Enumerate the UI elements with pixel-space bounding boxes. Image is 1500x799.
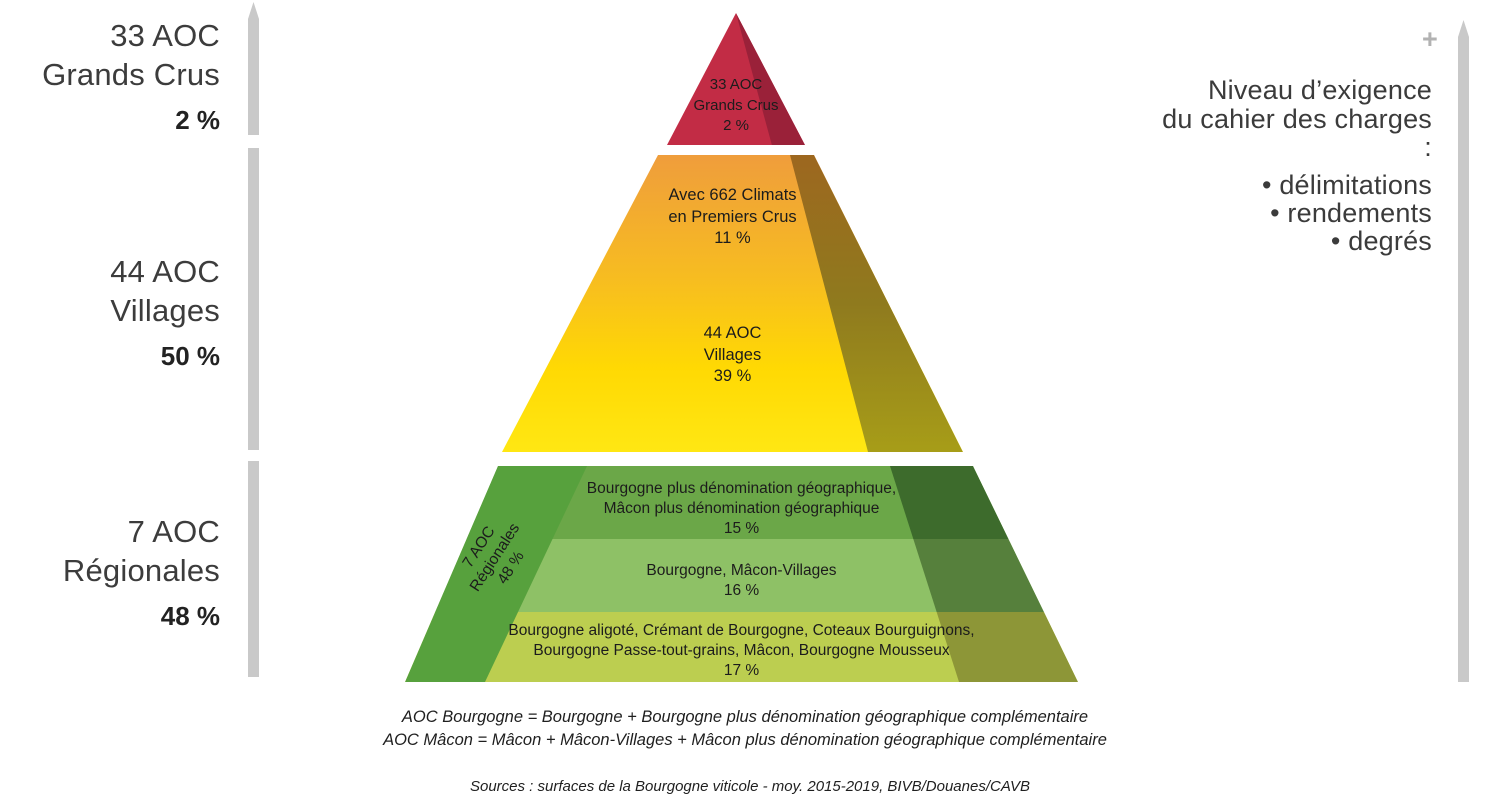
left-bar-arrow-segment: [248, 2, 259, 135]
left-bar-segment-regionales: [248, 461, 259, 677]
right-bar-arrow: [1458, 20, 1469, 682]
requirements-panel: Niveau d’exigence du cahier des charges …: [1012, 76, 1432, 255]
text-line: • délimitations: [1261, 169, 1432, 200]
label-grands-crus: 33 AOC Grands Crus 2 %: [0, 16, 220, 136]
text-line: AOC Mâcon = Mâcon + Mâcon-Villages + Mâc…: [383, 730, 1107, 749]
text-line: Avec 662 Climats: [668, 186, 797, 204]
text-line: Bourgogne aligoté, Crémant de Bourgogne,…: [508, 622, 975, 639]
label-villages-percent: 50 %: [160, 341, 220, 371]
requirements-bullets: • délimitations• rendements• degrés: [1012, 171, 1432, 255]
text-line: 39 %: [713, 367, 752, 385]
text-line: en Premiers Crus: [668, 207, 797, 226]
label-regionales-percent: 48 %: [160, 601, 220, 631]
pyramid-level-villages: Avec 662 Climats en Premiers Crus 11 % 44 …: [502, 155, 963, 452]
text-line: Villages: [703, 345, 762, 364]
text-line: 17 %: [723, 662, 760, 679]
text-line: 33 AOC: [709, 76, 763, 93]
pyramid-level-grands-crus: 33 AOC Grands Crus 2 %: [667, 13, 805, 145]
plus-icon: +: [1422, 24, 1438, 54]
text-line: 2 %: [723, 117, 749, 134]
text-line: Mâcon plus dénomination géographique: [603, 500, 880, 517]
text-line: AOC Bourgogne = Bourgogne + Bourgogne pl…: [401, 708, 1089, 726]
text-line: Bourgogne, Mâcon-Villages: [646, 562, 837, 579]
regionales-band-3-text: Bourgogne aligoté, Crémant de Bourgogne,…: [405, 621, 1078, 681]
grands-crus-text: 33 AOC Grands Crus 2 %: [667, 75, 805, 137]
source-caption: Sources : surfaces de la Bourgogne vitic…: [469, 778, 1031, 795]
text-line: • rendements: [1270, 197, 1432, 228]
text-line: Grands Crus: [693, 96, 779, 114]
regionales-band-1-text: Bourgogne plus dénomination géographique…: [405, 479, 1078, 539]
text-line: Bourgogne plus dénomination géographique…: [586, 480, 897, 497]
text-line: 16 %: [723, 582, 760, 599]
pyramid-level-regionales: Bourgogne plus dénomination géographique…: [405, 466, 1078, 682]
left-bar-segment-villages: [248, 148, 259, 450]
villages-text: 44 AOC Villages 39 %: [502, 323, 963, 388]
label-regionales-line2: Régionales: [62, 553, 220, 588]
requirements-title-line2: du cahier des charges: [1162, 103, 1432, 134]
text-line: 11 %: [714, 229, 751, 247]
label-grands-crus-line2: Grands Crus: [42, 57, 220, 92]
label-villages-line1: 44 AOC: [110, 254, 220, 289]
text-line: 15 %: [723, 520, 760, 537]
label-grands-crus-percent: 2 %: [175, 105, 220, 135]
text-line: Bourgogne Passe-tout-grains, Mâcon, Bour…: [533, 642, 950, 659]
requirements-title-line1: Niveau d’exigence: [1207, 75, 1432, 105]
text-line: • degrés: [1330, 225, 1432, 256]
regionales-band-2-text: Bourgogne, Mâcon-Villages 16 %: [405, 561, 1078, 601]
label-villages-line2: Villages: [110, 293, 220, 328]
footnote-equivalences: AOC Bourgogne = Bourgogne + Bourgogne pl…: [340, 706, 1150, 751]
requirements-colon: :: [1424, 132, 1432, 162]
text-line: 44 AOC: [703, 324, 762, 342]
label-villages: 44 AOC Villages 50 %: [0, 252, 220, 372]
label-regionales-line1: 7 AOC: [127, 514, 220, 549]
label-grands-crus-line1: 33 AOC: [110, 18, 220, 53]
premiers-crus-text: Avec 662 Climats en Premiers Crus 11 %: [502, 185, 963, 250]
label-regionales: 7 AOC Régionales 48 %: [0, 512, 220, 632]
